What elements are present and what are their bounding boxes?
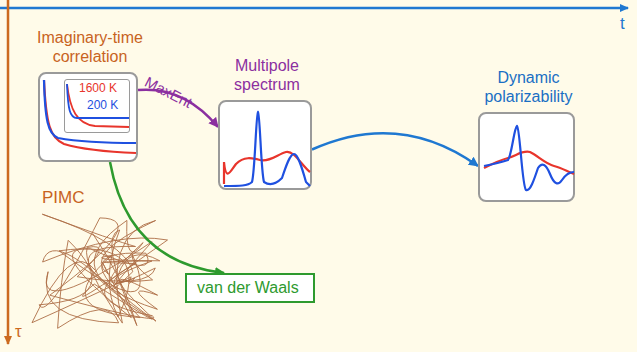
temperature-label: 1600 K <box>79 81 117 95</box>
imaginary-time-axis <box>7 0 10 344</box>
flow-arrow <box>312 133 478 166</box>
plot-panel: Dynamic polarizability <box>478 112 575 202</box>
time-axis <box>0 7 628 10</box>
temperature-label: 200 K <box>87 98 118 112</box>
plot-curve <box>44 80 136 143</box>
plot-panel: Multipole spectrum <box>218 100 312 190</box>
plot-panel: Imaginary-time correlation1600 K200 K <box>38 72 138 162</box>
plot-curves <box>220 102 310 188</box>
inset-plot: 1600 K 200 K <box>64 79 130 133</box>
path-stroke <box>93 234 137 326</box>
path-stroke <box>59 249 129 317</box>
path-stroke <box>46 242 152 291</box>
panel-heading: Imaginary-time correlation <box>25 28 155 66</box>
path-stroke <box>109 230 119 317</box>
result-box: van der Waals <box>185 273 315 303</box>
path-integral-scribble <box>32 214 168 328</box>
plot-curve <box>44 80 136 153</box>
plot-curves <box>480 114 573 200</box>
illustration-label: PIMC <box>42 188 85 208</box>
axis-label: τ <box>15 322 22 342</box>
path-stroke <box>116 261 153 282</box>
path-stroke <box>58 310 119 329</box>
panel-heading: Dynamic polarizability <box>467 68 591 106</box>
panel-heading: Multipole spectrum <box>212 56 322 94</box>
path-stroke <box>112 230 137 326</box>
path-stroke <box>82 240 167 296</box>
result-label: van der Waals <box>197 278 303 298</box>
edge-label: MaxEnt <box>142 73 195 111</box>
plot-curve <box>484 126 574 190</box>
flow-arrow <box>110 162 224 273</box>
path-stroke <box>50 295 154 318</box>
axis-label: t <box>620 14 625 34</box>
plot-curve <box>224 112 310 186</box>
path-stroke <box>132 254 153 280</box>
